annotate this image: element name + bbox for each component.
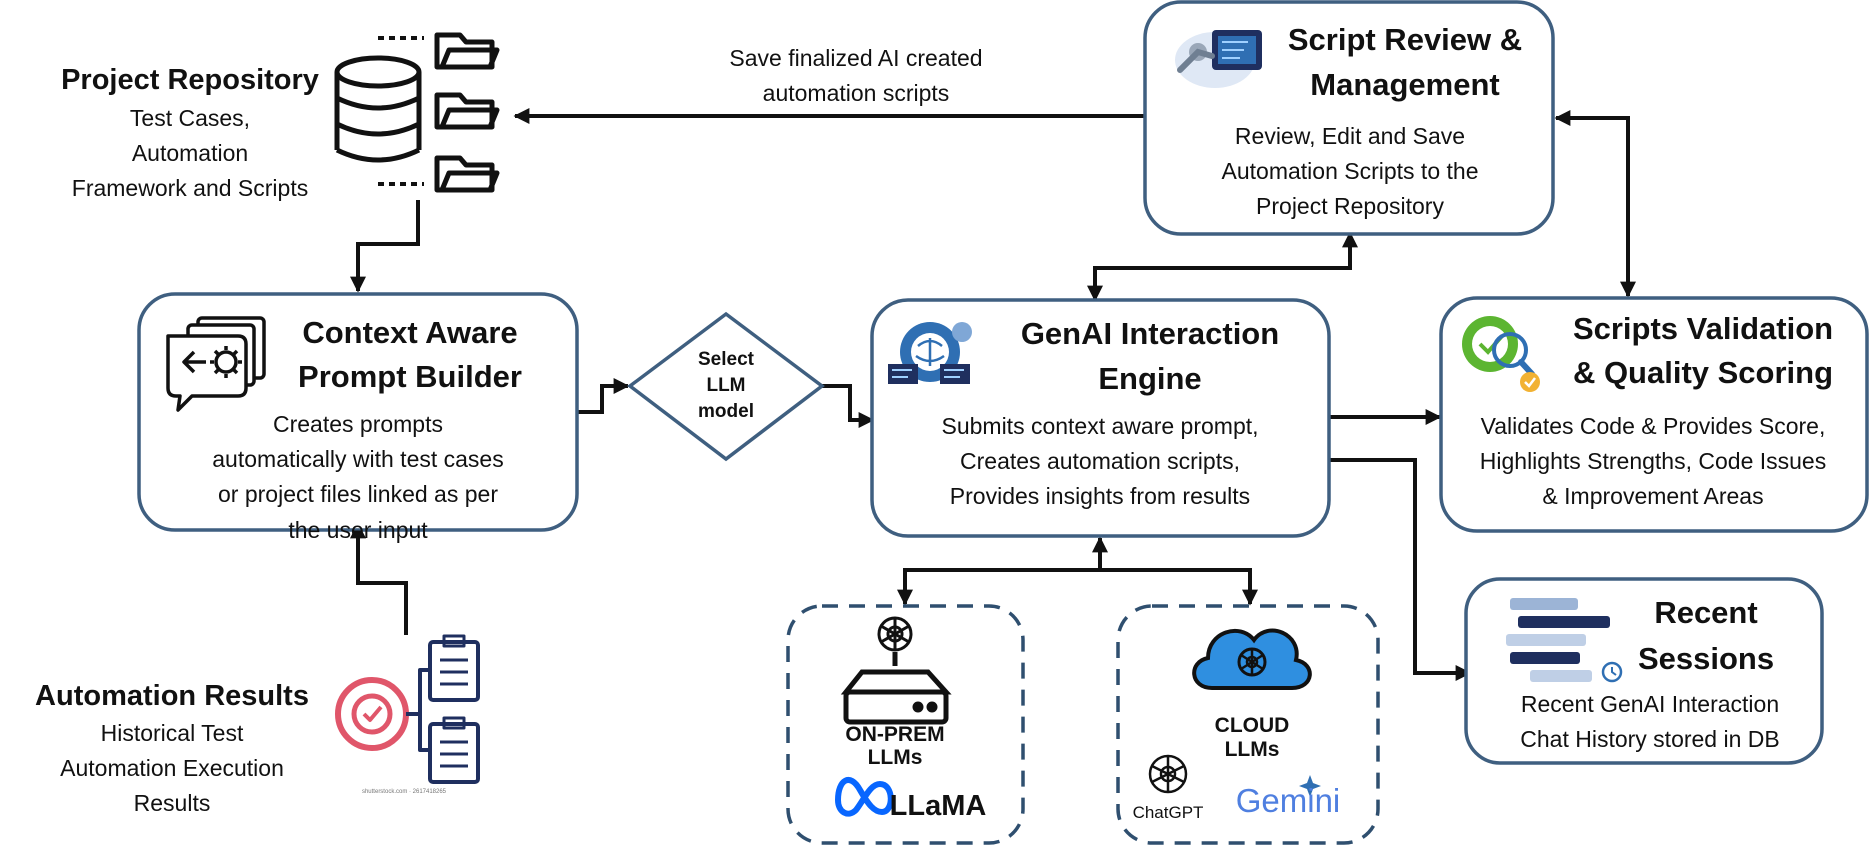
script-review-box: Script Review & Management Review, Edit … bbox=[1143, 0, 1555, 236]
save-label-line-1: Save finalized AI created bbox=[729, 45, 982, 71]
prompt-builder-icon bbox=[166, 316, 266, 412]
review-title-line-2: Management bbox=[1310, 67, 1499, 102]
save-label-line-2: automation scripts bbox=[763, 80, 950, 106]
validation-line-2: Highlights Strengths, Code Issues bbox=[1480, 448, 1826, 474]
select-llm-line-2: LLM bbox=[706, 375, 745, 396]
arrow-review-validation-bidirectional bbox=[1554, 110, 1636, 298]
validation-line-3: & Improvement Areas bbox=[1542, 483, 1763, 509]
sessions-title-line-1: Recent bbox=[1654, 595, 1757, 630]
prompt-builder-line-4: the user input bbox=[288, 517, 428, 543]
prompt-builder-box: Context Aware Prompt Builder Creates pro… bbox=[137, 292, 579, 543]
recent-sessions-box: Recent Sessions Recent GenAI Interaction… bbox=[1464, 577, 1824, 765]
arrow-repository-to-prompt-builder bbox=[350, 200, 420, 293]
chatgpt-logo-icon bbox=[1148, 754, 1188, 794]
chat-history-icon bbox=[1506, 598, 1623, 683]
cloud-line-2: LLMs bbox=[1225, 738, 1280, 761]
validation-title-line-1: Scripts Validation bbox=[1573, 311, 1833, 346]
select-llm-line-1: Select bbox=[698, 349, 755, 370]
validation-line-1: Validates Code & Provides Score, bbox=[1481, 413, 1826, 439]
llama-logo-text: LLaMA bbox=[890, 790, 987, 822]
openai-logo-icon bbox=[877, 616, 913, 652]
validation-title-line-2: & Quality Scoring bbox=[1573, 355, 1833, 390]
sessions-line-2: Chat History stored in DB bbox=[1520, 726, 1779, 752]
repository-line-1: Test Cases, bbox=[130, 105, 250, 131]
engine-line-1: Submits context aware prompt, bbox=[941, 413, 1258, 439]
review-title-line-1: Script Review & bbox=[1288, 22, 1522, 57]
validation-gear-icon bbox=[1462, 316, 1540, 392]
folder-icon bbox=[434, 32, 500, 193]
gemini-logo-icon bbox=[1299, 775, 1321, 797]
save-arrow-label: Save finalized AI created automation scr… bbox=[729, 45, 982, 106]
repository-line-3: Framework and Scripts bbox=[72, 175, 308, 201]
dotted-links bbox=[378, 36, 424, 186]
select-llm-line-3: model bbox=[698, 401, 754, 422]
automation-results: Automation Results Historical Test Autom… bbox=[35, 634, 480, 816]
ai-engine-icon bbox=[888, 322, 972, 384]
genai-engine-box: GenAI Interaction Engine Submits context… bbox=[870, 298, 1331, 538]
results-watermark: shutterstock.com · 2617418265 bbox=[362, 789, 447, 795]
connectors bbox=[350, 108, 1636, 681]
prompt-builder-line-3: or project files linked as per bbox=[218, 481, 498, 507]
robot-arm-icon bbox=[1175, 30, 1262, 88]
engine-line-3: Provides insights from results bbox=[950, 483, 1250, 509]
cloud-llms-box: CLOUD LLMs ChatGPT Gemini bbox=[1116, 604, 1380, 845]
chatgpt-label: ChatGPT bbox=[1133, 803, 1204, 822]
results-line-1: Historical Test bbox=[101, 720, 244, 746]
arrow-prompt-builder-to-select bbox=[578, 378, 630, 414]
arrow-engine-to-sessions bbox=[1330, 458, 1472, 681]
engine-title-line-2: Engine bbox=[1098, 361, 1201, 396]
results-title: Automation Results bbox=[35, 680, 309, 712]
cloud-icon bbox=[1192, 628, 1312, 690]
sessions-line-1: Recent GenAI Interaction bbox=[1521, 691, 1779, 717]
prompt-builder-title-line-1: Context Aware bbox=[302, 315, 517, 350]
cloud-line-1: CLOUD bbox=[1215, 714, 1290, 737]
select-llm-decision: Select LLM model bbox=[627, 311, 825, 462]
repository-line-2: Automation bbox=[132, 140, 248, 166]
project-repository: Project Repository Test Cases, Automatio… bbox=[61, 32, 500, 201]
engine-title-line-1: GenAI Interaction bbox=[1021, 316, 1279, 351]
review-line-1: Review, Edit and Save bbox=[1235, 123, 1465, 149]
repository-title: Project Repository bbox=[61, 64, 319, 96]
server-icon bbox=[840, 652, 952, 725]
prompt-builder-line-1: Creates prompts bbox=[273, 411, 443, 437]
gemini-label: Gemini bbox=[1236, 782, 1341, 819]
database-icon bbox=[334, 55, 422, 163]
automation-results-icon bbox=[335, 634, 480, 784]
prompt-builder-line-2: automatically with test cases bbox=[212, 446, 503, 472]
prompt-builder-title-line-2: Prompt Builder bbox=[298, 359, 522, 394]
meta-logo-icon bbox=[834, 777, 894, 817]
validation-box: Scripts Validation & Quality Scoring Val… bbox=[1439, 296, 1869, 533]
onprem-line-2: LLMs bbox=[868, 746, 923, 769]
results-line-2: Automation Execution bbox=[60, 755, 284, 781]
arrow-results-to-prompt-builder bbox=[350, 522, 408, 635]
onprem-llms-box: ON-PREM LLMs LLaMA bbox=[786, 604, 1025, 845]
arrow-select-to-engine bbox=[822, 384, 875, 428]
sessions-title-line-2: Sessions bbox=[1638, 641, 1774, 676]
engine-line-2: Creates automation scripts, bbox=[960, 448, 1240, 474]
onprem-line-1: ON-PREM bbox=[845, 723, 944, 746]
review-line-2: Automation Scripts to the bbox=[1222, 158, 1479, 184]
arrow-engine-review-bidirectional bbox=[1087, 231, 1358, 302]
review-line-3: Project Repository bbox=[1256, 193, 1444, 219]
results-line-3: Results bbox=[134, 790, 211, 816]
